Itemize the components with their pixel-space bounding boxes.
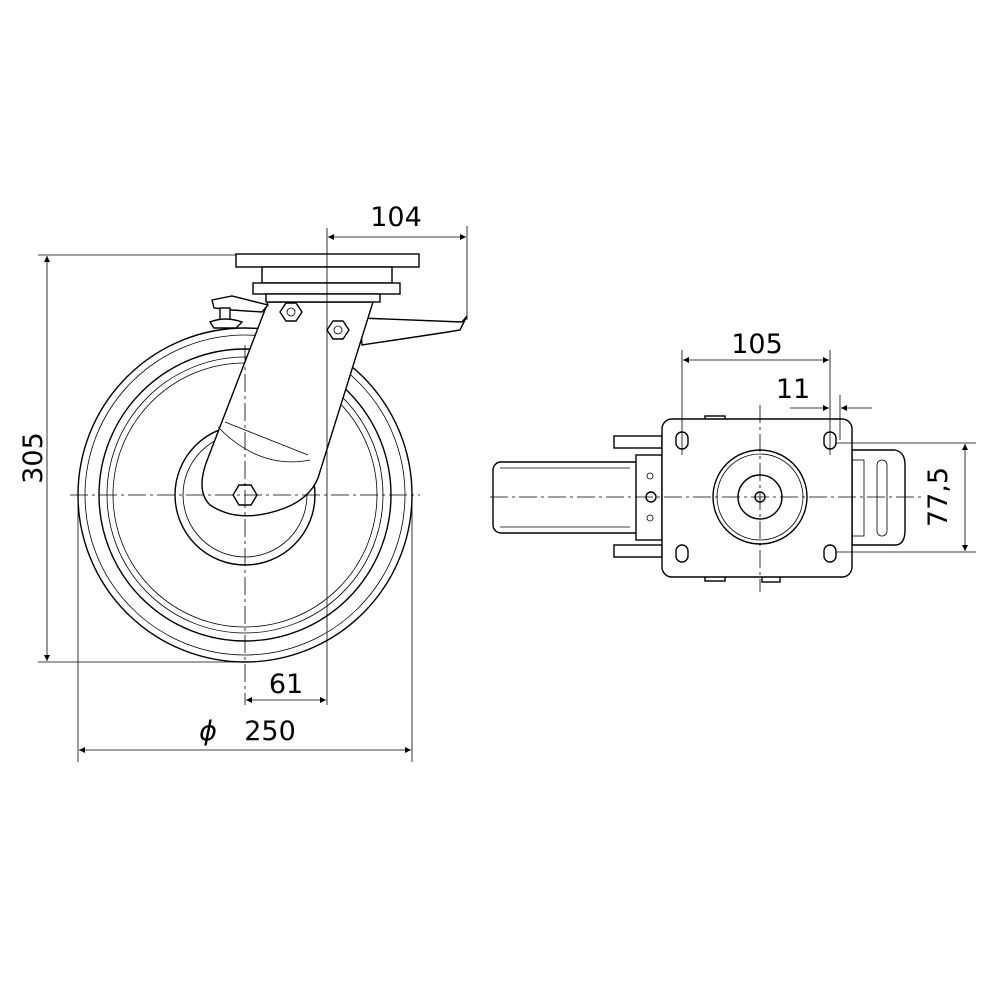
dim-11: 11	[776, 374, 872, 440]
dim-height-label: 305	[18, 432, 49, 484]
dim-hole-spacing-y-label: 77,5	[923, 467, 954, 527]
brake-lever	[208, 295, 270, 329]
dim-offset-label: 61	[269, 669, 303, 700]
dim-305: 305	[18, 254, 245, 663]
dim-diameter-label: 250	[244, 716, 296, 747]
dim-slot-label: 11	[776, 374, 810, 405]
dim-77-5: 77,5	[836, 442, 976, 553]
brake-top	[851, 449, 906, 546]
nuts	[232, 302, 350, 506]
wheel-top	[492, 461, 644, 534]
fork	[201, 301, 374, 517]
dim-250: ϕ 250	[77, 495, 413, 762]
mounting-plate	[661, 418, 853, 578]
dim-offset-top-label: 104	[370, 202, 422, 233]
dim-hole-spacing-label: 105	[731, 329, 783, 360]
diameter-symbol: ϕ	[199, 716, 217, 747]
center-lines	[70, 228, 420, 705]
brake-pedal	[359, 315, 468, 346]
dim-61: 61	[246, 669, 326, 703]
dim-104: 104	[328, 202, 468, 320]
side-view: 305 104 61 ϕ 250	[18, 202, 468, 762]
top-plate	[235, 253, 420, 303]
top-view: 105 11 77,5	[490, 329, 976, 592]
dim-105: 105	[681, 329, 831, 455]
